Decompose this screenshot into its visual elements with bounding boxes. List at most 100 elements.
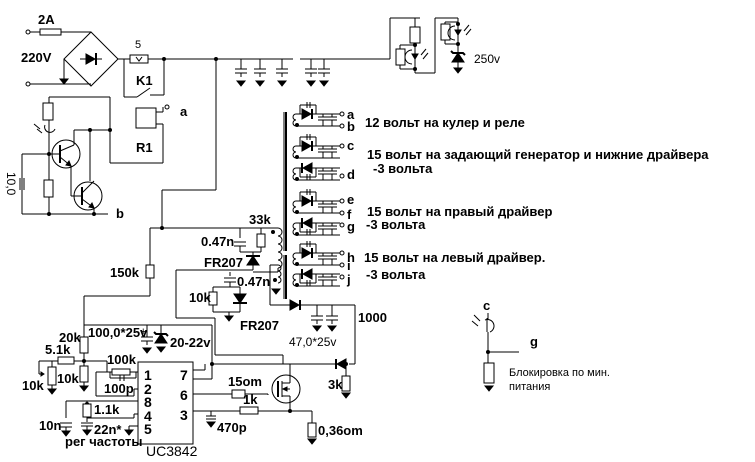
rectifier-diode-icon (301, 195, 313, 207)
terminal-e-label: e (347, 192, 354, 207)
secondary-coil (292, 189, 340, 214)
resistor (483, 362, 495, 384)
secondary-coil (292, 162, 340, 181)
lockout-note-line1: Блокировка по мин. (509, 367, 610, 379)
snubber: 0.47n 33k FR207 0.47n 10k (162, 212, 284, 364)
lockout-terminal-g: g (530, 334, 538, 349)
dc-bus (214, 57, 390, 190)
terminal-j-label: j (346, 272, 351, 287)
potentiometer-10k (47, 366, 57, 386)
terminal-a-label: a (347, 107, 355, 122)
snubber-resistor-label: 33k (249, 212, 271, 227)
resistor-1k (239, 406, 259, 415)
capacitor-label: 10,0 (4, 172, 18, 196)
aux-winding-label: 1000 (358, 310, 387, 325)
terminal-d (339, 173, 345, 179)
fuse (39, 28, 62, 36)
capacitor-100p-label: 100p (104, 381, 134, 396)
resistor-100k (111, 368, 131, 376)
relay-contact-label: K1 (136, 73, 153, 88)
terminal-c-label: c (347, 138, 354, 153)
output-stage: 15om 1k 0,36om 470p (193, 364, 363, 445)
inrush-limiter: 5 K1 (118, 39, 230, 98)
resistor-150k (145, 264, 155, 279)
terminal-f-label: f (347, 207, 352, 222)
shunt-resistor (307, 422, 317, 438)
bulk-capacitor (317, 59, 331, 87)
resistor (42, 102, 54, 121)
resistor-3k (341, 375, 351, 392)
rectifier-diode-icon (301, 162, 313, 174)
terminal-b (339, 123, 345, 129)
terminal-a (339, 111, 345, 117)
resistor (409, 26, 421, 44)
secondary-coil (292, 102, 340, 127)
relay-coil (135, 107, 157, 129)
snubber-cap-label: 0.47n (201, 234, 234, 249)
optocoupler-led-icon (447, 25, 456, 41)
lockout-terminal-c: c (483, 298, 490, 313)
rectifier-diode-icon (301, 247, 313, 259)
terminal-i (339, 262, 345, 268)
relay-contact-k1 (136, 87, 151, 98)
terminal-b-label: b (116, 206, 124, 221)
bulk-capacitor (253, 59, 267, 87)
relay-coil-label: R1 (136, 140, 153, 155)
chip-supply: + 100,0*25v 20-22v (84, 324, 213, 371)
terminal-g-label: g (347, 219, 355, 234)
primary-winding (273, 227, 283, 269)
resistor-10k (79, 365, 89, 383)
output-label-ij: -3 вольта (366, 267, 426, 282)
resistor-1k1-label: 1.1k (94, 402, 120, 417)
resistor (43, 179, 54, 198)
output-label-d: -3 вольта (373, 161, 433, 176)
mosfet-icon (271, 374, 301, 404)
capacitor-470p-label: 470p (217, 420, 247, 435)
aux-supply: 1000 47,0*25v 3k (210, 299, 387, 399)
terminal-a-label: a (180, 104, 188, 119)
terminal-h (339, 250, 345, 256)
pin-6: 6 (180, 387, 188, 403)
resistor-3k-label: 3k (328, 377, 343, 392)
terminal-f (339, 210, 345, 216)
start-resistor-label: 150k (110, 265, 140, 280)
terminal-j (339, 274, 345, 280)
bulk-capacitor (275, 59, 289, 87)
pin-1: 1 (144, 367, 152, 383)
aux-capacitor-label: 47,0*25v (289, 335, 336, 349)
resistor-100k-label: 100k (107, 352, 137, 367)
pin-2: 2 (144, 381, 152, 397)
terminal-c (339, 143, 345, 149)
sense-resistor-label: 1k (243, 392, 258, 407)
aux-capacitor (325, 305, 339, 332)
mains-terminal-1 (25, 29, 31, 35)
resistor-1k1 (82, 403, 92, 418)
output-label-h: 15 вольт на левый драйвер. (364, 250, 545, 265)
resistor-20k (79, 336, 89, 354)
pin-4: 4 (144, 408, 152, 424)
secondary-coil (292, 134, 340, 159)
fuse-label: 2A (38, 12, 55, 27)
pin-7: 7 (180, 367, 188, 383)
relay-driver: a R1 b (4, 96, 188, 221)
rectifier-diode-icon (301, 108, 313, 120)
rectifier-diode-icon (301, 140, 313, 152)
output-label-fg: -3 вольта (366, 217, 426, 232)
secondary-coil (292, 217, 340, 236)
terminal-g (339, 222, 345, 228)
undervoltage-lockout: c g Блокировка по мин. питания (471, 298, 610, 393)
diode-fr207-icon (233, 293, 247, 304)
terminal-a (164, 104, 170, 110)
mains-input: 2A 220V (21, 12, 91, 87)
bulk-capacitor (234, 59, 248, 87)
resistor-5k1-label: 5.1k (45, 342, 71, 357)
diode-label-1: FR207 (204, 255, 243, 270)
resistor-20k-label: 20k (59, 330, 81, 345)
pin-5: 5 (144, 421, 152, 437)
feedback-network: 20k 10k 5.1k 10k 100k 100p (22, 330, 138, 397)
phototransistor-icon (33, 123, 43, 134)
terminal-d-label: d (347, 167, 355, 182)
chip-label: UC3842 (146, 443, 198, 459)
transformer-core (269, 112, 287, 305)
